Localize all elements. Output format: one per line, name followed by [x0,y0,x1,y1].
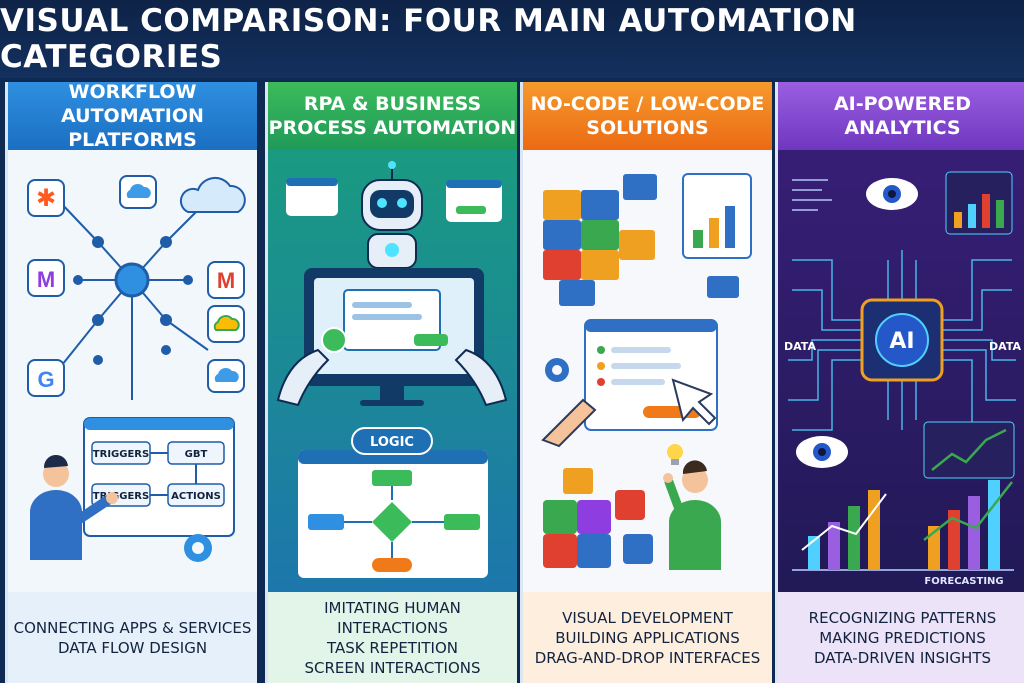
data-right-label: DATA [989,340,1021,353]
panel-nocode-footer: VISUAL DEVELOPMENT BUILDING APPLICATIONS… [523,592,772,683]
heading-line-2: ANALYTICS [844,117,961,139]
rpa-illustration: LOGIC [268,150,517,590]
svg-text:M: M [37,267,55,292]
page-title: VISUAL COMPARISON: FOUR MAIN AUTOMATION … [0,3,857,75]
lightbulb-icon [667,444,683,465]
eye-icon [796,436,848,468]
triggers-top-label: TRIGGERS [93,449,149,460]
footer-line-2: TASK REPETITION [326,638,458,657]
heading-line-2: SOLUTIONS [586,117,709,139]
nocode-illustration [523,150,772,590]
eye-icon [866,178,918,210]
footer-line-2: MAKING PREDICTIONS [819,628,986,647]
panel-rpa-heading: RPA & BUSINESS PROCESS AUTOMATION [268,82,517,150]
gbt-label: GBT [185,449,208,460]
puzzle-pieces [543,468,653,568]
gear-icon [184,534,212,562]
panel-nocode: NO-CODE / LOW-CODE SOLUTIONS [520,82,772,683]
logic-label: LOGIC [370,435,414,450]
panel-ai-heading: AI-POWERED ANALYTICS [778,82,1024,150]
heading-line-2: PROCESS AUTOMATION [268,117,517,139]
svg-text:M: M [217,268,235,293]
footer-line-3: DRAG-AND-DROP INTERFACES [534,648,761,667]
heading-line-1: RPA & BUSINESS [303,93,482,115]
footer-line-1: VISUAL DEVELOPMENT [562,608,733,627]
footer-line-1: CONNECTING APPS & SERVICES [13,618,252,637]
panel-ai: AI-POWERED ANALYTICS AI DATA DATA [775,82,1024,683]
forecasting-label: FORECASTING [924,576,1003,587]
actions-label: ACTIONS [171,491,221,502]
panel-workflow-footer: CONNECTING APPS & SERVICES DATA FLOW DES… [8,592,257,683]
footer-line-3: DATA-DRIVEN INSIGHTS [813,648,992,667]
app-icon-tiles: ✱ M M G [27,175,246,397]
robot-hands [276,348,508,407]
heading-line-1: WORKFLOW [68,82,197,103]
data-left-label: DATA [784,340,816,353]
ai-chip-label: AI [889,329,914,354]
footer-line-2: DATA FLOW DESIGN [57,638,208,657]
heading-line-2: AUTOMATION PLATFORMS [61,105,204,151]
robot-figure [361,161,423,269]
panel-workflow-heading: WORKFLOW AUTOMATION PLATFORMS [8,82,257,151]
workflow-illustration: ✱ M M G TR [8,150,257,590]
heading-line-1: NO-CODE / LOW-CODE [530,93,765,115]
svg-text:G: G [37,367,54,392]
panel-rpa: RPA & BUSINESS PROCESS AUTOMATION [265,82,517,683]
panel-rpa-footer: IMITATING HUMAN INTERACTIONS TASK REPETI… [268,592,517,683]
person-figure [30,454,118,560]
svg-text:✱: ✱ [36,185,56,212]
forecast-chart [792,480,1014,571]
person-figure [663,460,721,570]
triggers-bottom-label: TRIGGERS [93,491,149,502]
panel-workflow: WORKFLOW AUTOMATION PLATFORMS ✱ [5,82,257,683]
footer-line-1: IMITATING HUMAN INTERACTIONS [324,598,461,637]
gear-icon [545,358,569,382]
panel-nocode-heading: NO-CODE / LOW-CODE SOLUTIONS [523,82,772,150]
footer-line-1: RECOGNIZING PATTERNS [808,608,997,627]
title-bar: VISUAL COMPARISON: FOUR MAIN AUTOMATION … [0,0,1024,78]
building-blocks [543,174,657,306]
footer-line-2: BUILDING APPLICATIONS [555,628,740,647]
panel-ai-footer: RECOGNIZING PATTERNS MAKING PREDICTIONS … [778,592,1024,683]
footer-line-3: SCREEN INTERACTIONS [304,658,481,677]
ai-illustration: AI DATA DATA [778,150,1024,590]
heading-line-1: AI-POWERED [833,93,972,115]
